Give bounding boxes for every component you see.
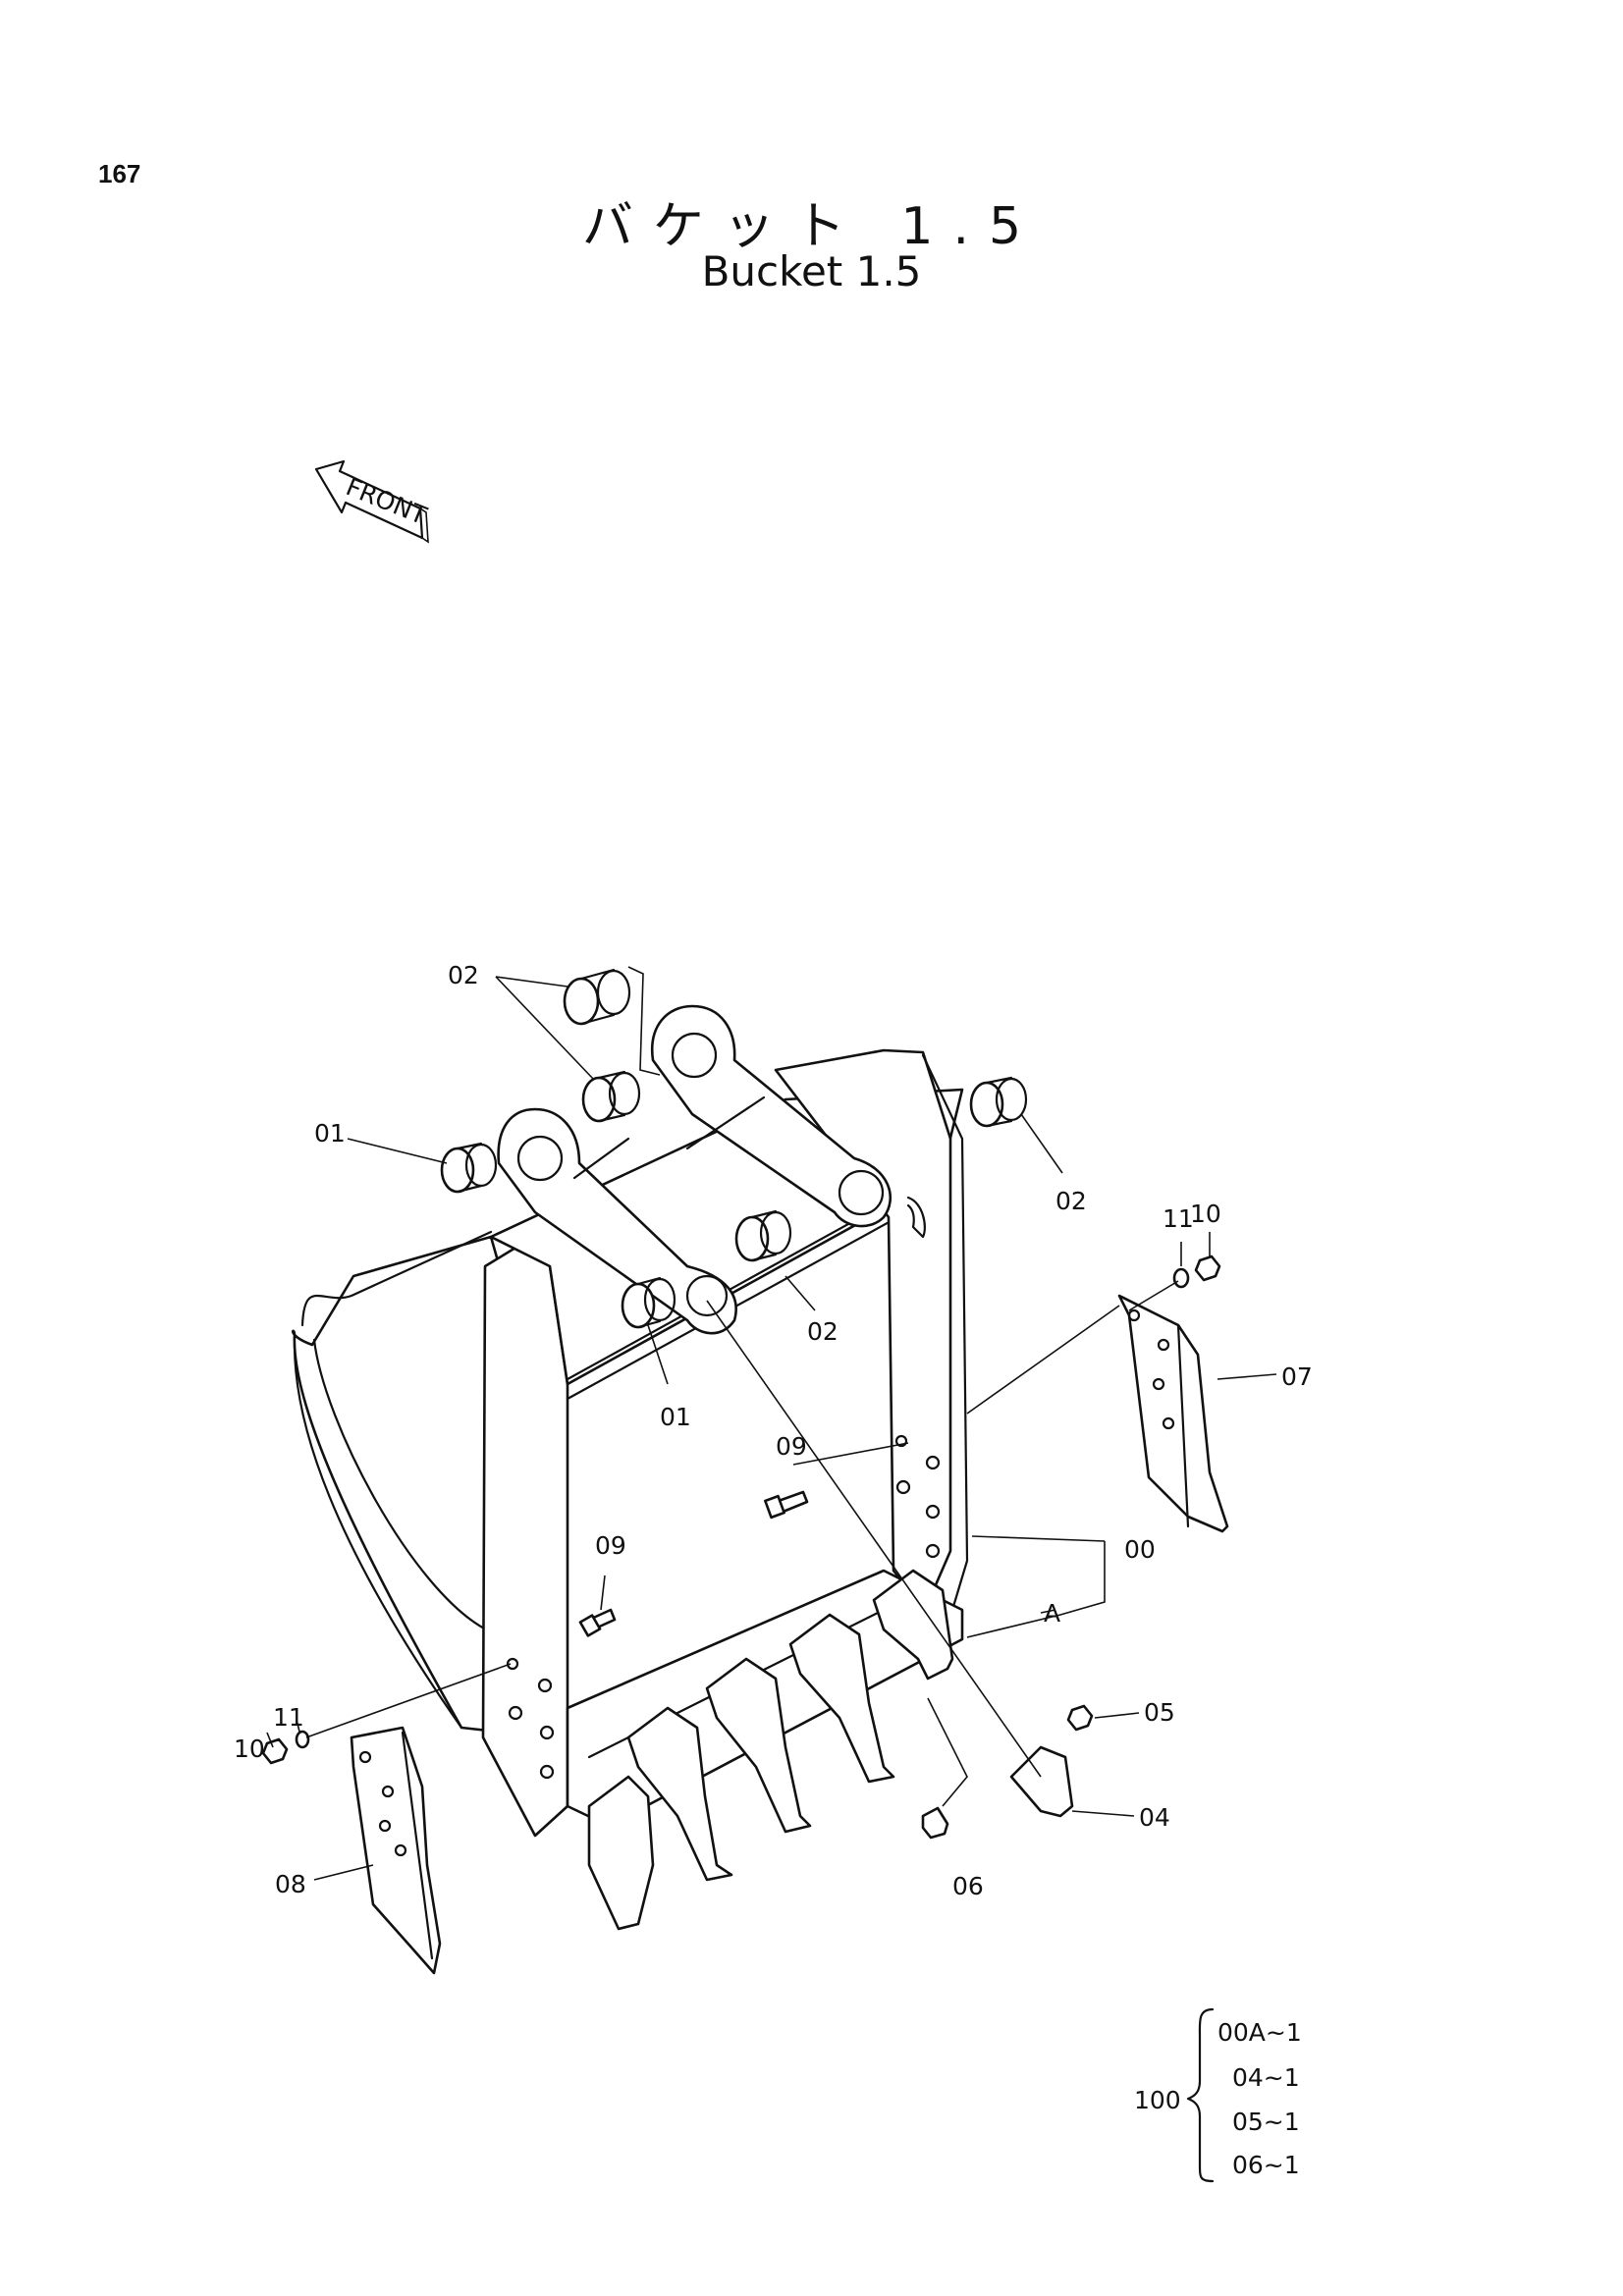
- assembly-brace: [1186, 2007, 1215, 2183]
- page-title-english: Bucket 1.5: [701, 247, 922, 295]
- bushing-part-02-middle: [581, 1070, 641, 1123]
- callout-a: A: [1044, 1599, 1060, 1628]
- assembly-item: 06~1: [1232, 2151, 1300, 2179]
- assembly-legend: 100 00A~1 04~1 05~1 06~1: [1134, 2007, 1302, 2183]
- side-cutter-part-07: [1117, 1294, 1229, 1533]
- assembly-item: 04~1: [1232, 2063, 1300, 2092]
- callout-05: 05: [1144, 1698, 1175, 1727]
- bushing-part-02-lower: [734, 1209, 792, 1262]
- callout-09-left: 09: [595, 1531, 626, 1560]
- page-title-japanese: バケット 1.5: [581, 197, 1042, 256]
- assembly-item: 05~1: [1232, 2108, 1300, 2136]
- bushing-part-02-right: [969, 1076, 1028, 1128]
- washer-part-11-left: [295, 1730, 310, 1749]
- assembly-label: 100: [1134, 2086, 1181, 2114]
- callout-labels: 02 01 02 02 01 11 10 07 09 09 00 A 05 04…: [234, 961, 1313, 1900]
- nut-part-05: [1066, 1704, 1094, 1732]
- mounting-brackets: [497, 1004, 926, 1335]
- nut-part-10-right: [1194, 1255, 1221, 1282]
- callout-04: 04: [1139, 1803, 1170, 1832]
- callout-11-left: 11: [273, 1703, 304, 1732]
- side-cutter-part-08: [350, 1726, 442, 1975]
- callout-06: 06: [952, 1872, 984, 1900]
- tooth-point-part-04: [1009, 1745, 1074, 1818]
- washer-part-11-right: [1172, 1267, 1190, 1289]
- bucket-teeth: [587, 1569, 954, 1931]
- callout-01-upper: 01: [314, 1119, 346, 1148]
- callout-10-right: 10: [1190, 1200, 1221, 1228]
- callout-08: 08: [275, 1870, 306, 1898]
- leader-lines: [266, 966, 1277, 1881]
- callout-10-left: 10: [234, 1735, 265, 1763]
- callout-00: 00: [1124, 1535, 1156, 1564]
- nut-part-10-left: [261, 1737, 289, 1765]
- bolt-part-09-left: [578, 1608, 617, 1637]
- callout-07: 07: [1281, 1362, 1313, 1391]
- bushing-part-01-lower: [621, 1276, 676, 1329]
- bushings: [440, 968, 1028, 1329]
- callout-02-right: 02: [1055, 1187, 1087, 1215]
- pin-part-06: [921, 1806, 949, 1840]
- callout-02-top: 02: [448, 961, 479, 989]
- callout-02-lower: 02: [807, 1317, 839, 1346]
- callout-01-lower: 01: [660, 1403, 691, 1431]
- callout-11-right: 11: [1163, 1204, 1194, 1233]
- front-arrow-icon: FRONT: [314, 459, 431, 544]
- bolt-part-09-right: [764, 1490, 809, 1520]
- bushing-part-01-upper: [440, 1142, 498, 1194]
- bushing-part-02-top: [563, 968, 631, 1026]
- assembly-item: 00A~1: [1217, 2018, 1302, 2047]
- page-number: 167: [98, 159, 141, 188]
- callout-09-right: 09: [776, 1432, 807, 1461]
